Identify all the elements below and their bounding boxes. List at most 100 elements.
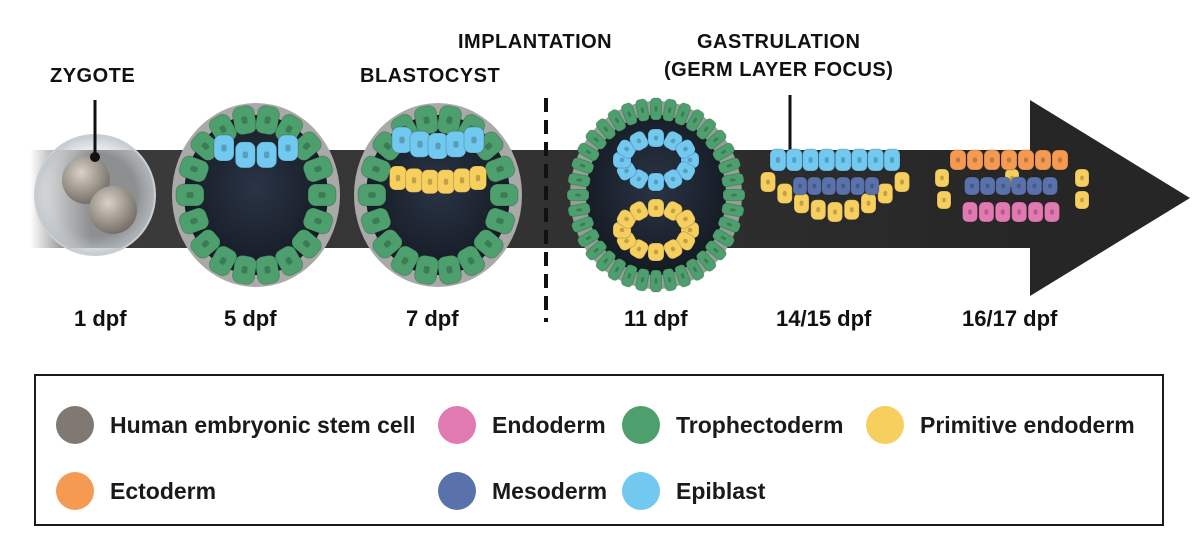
trophectoderm-cell: [712, 142, 735, 162]
trophectoderm-cell: [571, 216, 595, 233]
cell-nucleus: [670, 176, 676, 182]
cell-nucleus: [614, 266, 620, 273]
endoderm-cell: [1027, 201, 1044, 223]
trophectoderm-cell: [231, 105, 258, 136]
cell-nucleus: [900, 179, 904, 185]
stage-label-zygote: ZYGOTE: [50, 65, 135, 87]
cell-nucleus: [640, 107, 645, 114]
cell-nucleus: [683, 168, 688, 174]
trophectoderm-cell: [307, 183, 337, 207]
epiblast-swatch: [622, 472, 660, 510]
trophectoderm-cell: [175, 183, 205, 207]
cell-nucleus: [841, 183, 846, 189]
cell-nucleus: [500, 192, 508, 198]
cell-nucleus: [799, 200, 804, 206]
cell-nucleus: [703, 126, 709, 132]
primitive-endoderm-cell: [810, 199, 827, 221]
trophectoderm-cell: [722, 189, 746, 201]
cell-nucleus: [475, 174, 481, 182]
cell-nucleus: [624, 216, 629, 222]
cell-nucleus: [653, 135, 659, 141]
day-label: 5 dpf: [224, 306, 277, 331]
cell-nucleus: [423, 116, 430, 124]
cell-nucleus: [1048, 183, 1052, 189]
cell-nucleus: [314, 165, 322, 173]
trophectoderm-cell: [566, 189, 590, 201]
ectoderm-cell: [1000, 149, 1018, 171]
mesoderm-cell: [1010, 176, 1027, 196]
primitive-endoderm-cell: [877, 182, 894, 204]
trophectoderm-cell: [607, 258, 627, 281]
cell-nucleus: [576, 178, 583, 182]
primitive-endoderm-cell: [647, 198, 665, 218]
epiblast-cell: [785, 148, 803, 172]
cell-nucleus: [579, 222, 586, 227]
mesoderm-cell: [806, 176, 822, 196]
cell-nucleus: [653, 179, 659, 185]
trophectoderm-cell: [413, 105, 440, 136]
cell-nucleus: [1080, 197, 1084, 203]
legend-item-trophectoderm: Trophectoderm: [622, 405, 843, 445]
primitive-endoderm-cell: [843, 199, 860, 221]
cell-nucleus: [318, 192, 326, 198]
cell-nucleus: [186, 192, 194, 198]
cell-nucleus: [241, 116, 248, 124]
cell-nucleus: [1000, 209, 1005, 215]
primitive-endoderm-cell: [1074, 190, 1090, 210]
ectoderm-cell: [1034, 149, 1052, 171]
cell-nucleus: [624, 238, 629, 244]
cell-nucleus: [264, 151, 270, 159]
trophectoderm-cell: [635, 268, 650, 292]
mesoderm-cell: [1042, 176, 1058, 196]
day-label: 16/17 dpf: [962, 306, 1058, 331]
cell-nucleus: [667, 276, 672, 283]
trophectoderm-cell: [721, 202, 745, 218]
cell-nucleus: [372, 217, 380, 225]
cell-nucleus: [726, 222, 733, 227]
cell-nucleus: [726, 163, 733, 168]
legend-item-primitive-endoderm: Primitive endoderm: [866, 405, 1135, 445]
cell-nucleus: [940, 175, 944, 181]
cell-nucleus: [683, 146, 688, 152]
cell-nucleus: [670, 138, 676, 144]
ectoderm-cell: [983, 149, 1001, 171]
trophectoderm-cell: [620, 264, 638, 288]
cell-nucleus: [575, 193, 581, 197]
cell-nucleus: [395, 174, 401, 182]
cell-nucleus: [849, 207, 854, 213]
legend-label: Endoderm: [492, 411, 606, 438]
cell-nucleus: [264, 266, 271, 274]
cell-nucleus: [680, 111, 685, 117]
epiblast-cell: [883, 148, 901, 172]
cell-nucleus: [190, 217, 198, 225]
trophectoderm-cell: [662, 268, 677, 292]
trophectoderm-cell: [717, 157, 741, 174]
cell-nucleus: [190, 165, 198, 173]
mesoderm-cell: [964, 176, 980, 196]
cell-nucleus: [985, 183, 990, 189]
cell-nucleus: [889, 157, 895, 163]
primitive-endoderm-swatch: [866, 406, 904, 444]
day-label: 7 dpf: [406, 306, 459, 331]
cell-nucleus: [467, 256, 475, 265]
primitive-endoderm-cell: [934, 168, 950, 188]
trophectoderm-cell: [635, 98, 650, 122]
cell-nucleus: [680, 273, 685, 279]
epiblast-cell: [850, 148, 868, 172]
legend-label: Trophectoderm: [676, 411, 844, 438]
epiblast-cell: [463, 126, 485, 154]
cell-nucleus: [264, 116, 271, 124]
trophectoderm-cell: [571, 157, 595, 174]
cell-nucleus: [636, 208, 642, 214]
trophectoderm-cell: [577, 142, 600, 162]
epiblast-cell: [675, 139, 696, 159]
trophectoderm-cell: [650, 97, 662, 121]
trophectoderm-cell: [254, 254, 281, 285]
legend-label: Epiblast: [676, 477, 766, 504]
endoderm-swatch: [438, 406, 476, 444]
endoderm-cell: [1011, 201, 1028, 223]
hesc-swatch: [56, 406, 94, 444]
cell-nucleus: [443, 178, 449, 185]
legend: Human embryonic stem cell Endoderm Troph…: [34, 374, 1164, 526]
